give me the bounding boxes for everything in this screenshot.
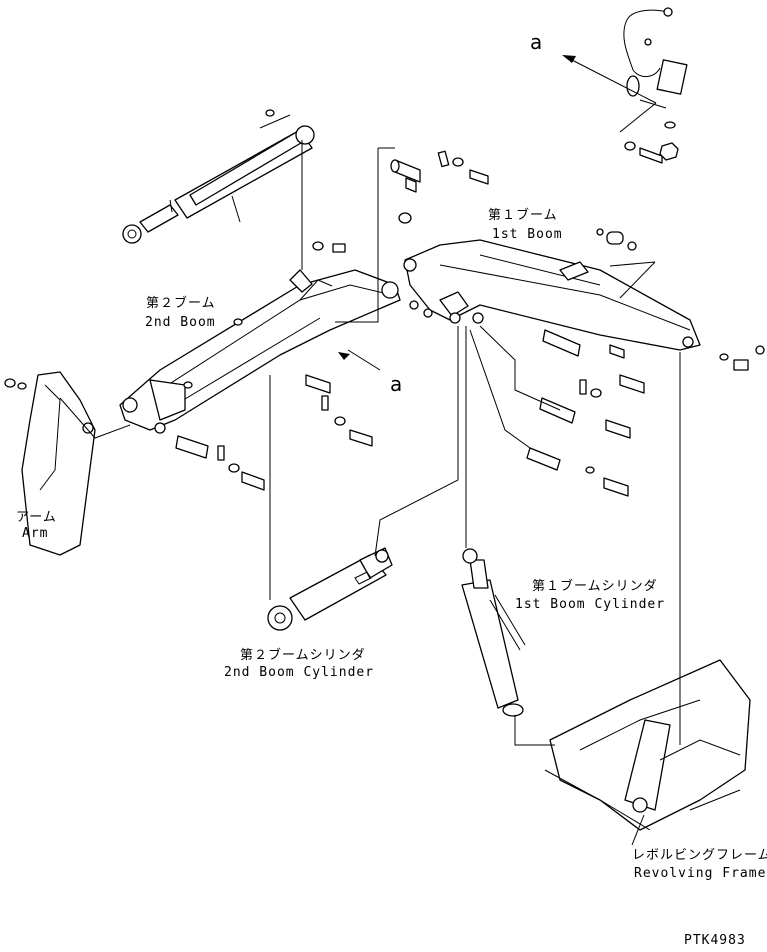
- first-boom: [403, 239, 701, 351]
- second-boom-label-en: 2nd Boom: [145, 315, 216, 330]
- first-boom-cylinder: [461, 548, 526, 717]
- drawing-code: PTK4983: [684, 933, 746, 948]
- first-boom-label-en: 1st Boom: [492, 227, 563, 242]
- first-boom-label-jp: 第１ブーム: [488, 208, 558, 223]
- pins-and-bolts: [154, 150, 765, 497]
- second-cylinder-label-en: 2nd Boom Cylinder: [224, 665, 375, 680]
- second-boom-label-jp: 第２ブーム: [146, 296, 216, 311]
- frame-label-jp: レボルビングフレーム: [632, 848, 767, 863]
- arm-label-jp: アーム: [16, 510, 57, 525]
- leader-lines: [59, 140, 681, 846]
- frame-label-en: Revolving Frame: [634, 866, 767, 881]
- second-cylinder-label-jp: 第２ブームシリンダ: [240, 648, 366, 663]
- second-boom-cylinder: [267, 547, 393, 631]
- work-light-assembly: [623, 7, 688, 164]
- reference-arrow-mid: [338, 352, 350, 360]
- revolving-frame: [544, 659, 751, 831]
- ref-label-mid: a: [390, 372, 403, 396]
- upper-cylinder: [122, 109, 315, 244]
- ref-label-top: a: [530, 30, 543, 54]
- arm-part: [4, 371, 96, 556]
- arm-label-en: Arm: [22, 526, 49, 541]
- reference-arrow-top: [562, 55, 657, 133]
- second-boom: [119, 269, 401, 431]
- first-cylinder-label-jp: 第１ブームシリンダ: [532, 579, 658, 594]
- first-cylinder-label-en: 1st Boom Cylinder: [515, 597, 666, 612]
